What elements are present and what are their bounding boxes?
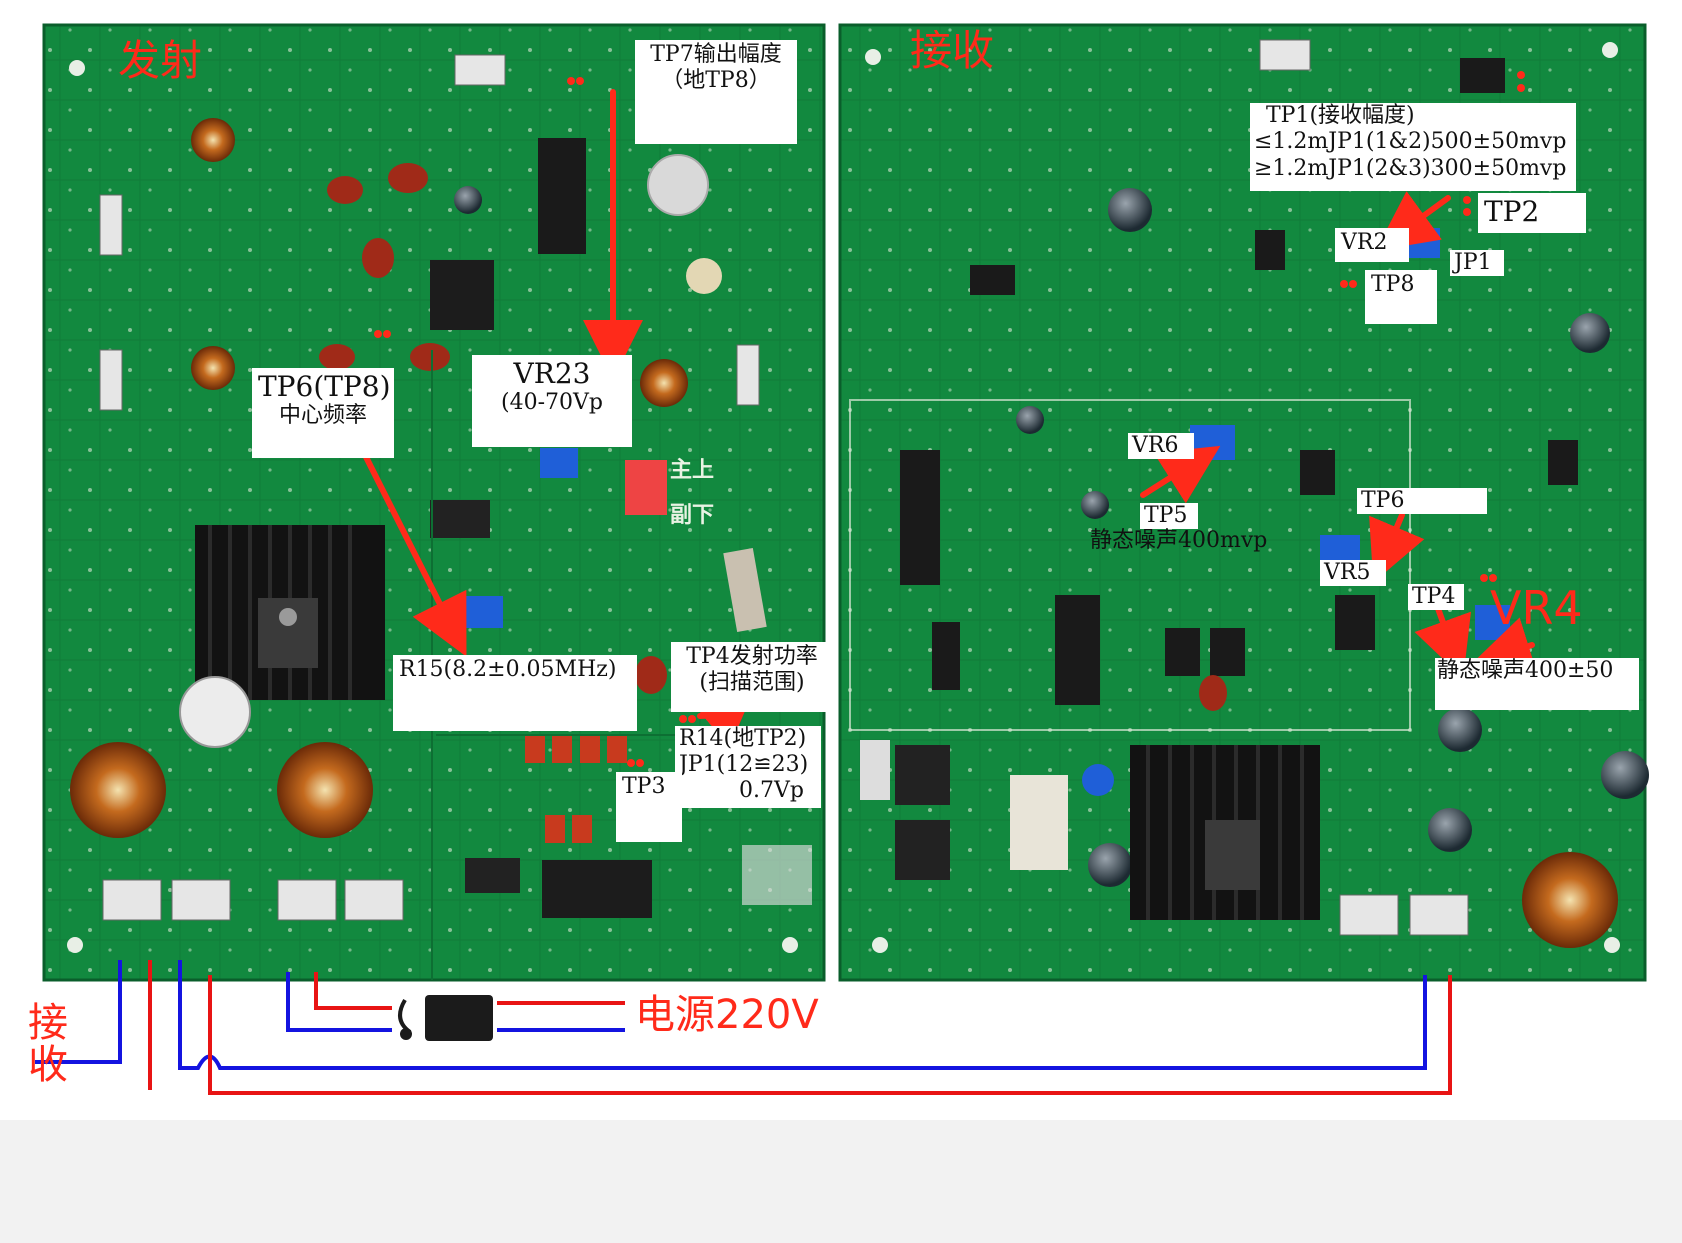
vr4-label: VR4: [1490, 581, 1583, 635]
power-220v-label: 电源220V: [635, 992, 819, 1038]
noise-400mvp-label: 静态噪声400mvp: [1090, 528, 1268, 553]
tp4-rx-label: TP4: [1408, 584, 1464, 610]
jp1-rx-label: JP1: [1450, 250, 1504, 276]
tp7-label: TP7输出幅度（地TP8）: [635, 40, 797, 144]
tp3-label: TP3: [616, 772, 682, 842]
noise-400-50-label: 静态噪声400±50: [1435, 658, 1639, 710]
bottom-margin: [0, 1120, 1682, 1243]
power-wiring: [35, 960, 1452, 1095]
tp6-label: TP6(TP8)中心频率: [252, 368, 394, 458]
silk-down: 副下: [670, 503, 715, 528]
transmitter-board: [42, 23, 826, 982]
tp2-label: TP2: [1478, 193, 1586, 233]
transmitter-title: 发射: [118, 36, 203, 85]
tp1-label: TP1(接收幅度) ≤1.2mJP1(1&2)500±50mvp ≥1.2mJP…: [1250, 103, 1576, 191]
receive-label: 接收: [28, 1000, 68, 1088]
tp4-tx-label: TP4发射功率(扫描范围): [671, 642, 833, 712]
tp5-label: TP5: [1140, 503, 1198, 529]
power-adapter: [398, 995, 493, 1041]
r14-label: R14(地TP2)JP1(12≌23) 0.7Vp: [675, 726, 821, 808]
tp6-rx-label: TP6: [1357, 488, 1487, 514]
vr2-label: VR2: [1335, 228, 1409, 262]
annotation-arrows: [357, 89, 1538, 748]
vr6-label: VR6: [1128, 433, 1194, 459]
vr5-label: VR5: [1320, 560, 1386, 586]
r15-label: R15(8.2±0.05MHz): [393, 655, 637, 731]
test-point-dots: [374, 71, 1525, 767]
silk-up: 主上: [670, 458, 715, 483]
receiver-title: 接收: [910, 26, 995, 75]
vr23-label: VR23(40-70Vp: [472, 355, 632, 447]
tp8-rx-label: TP8: [1365, 270, 1437, 324]
